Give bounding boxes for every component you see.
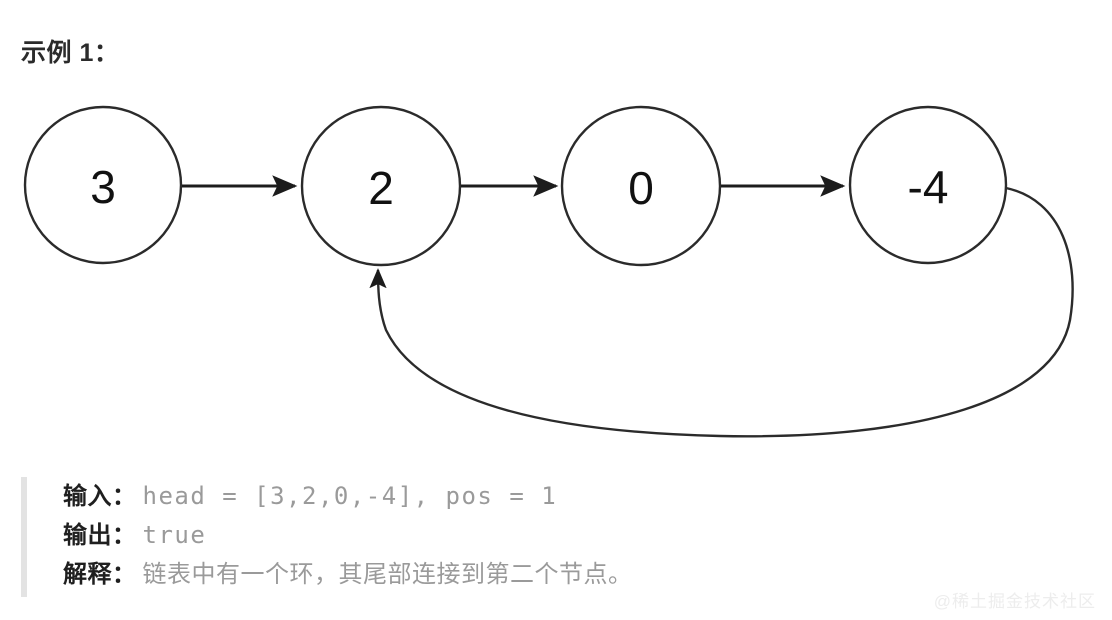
example-line-input: 输入： head = [3,2,0,-4], pos = 1	[63, 477, 1021, 516]
linked-list-cycle-diagram: 3 2 0 -4	[0, 80, 1112, 470]
example-text-block: 输入： head = [3,2,0,-4], pos = 1 输出： true …	[21, 477, 1021, 597]
node-circle-0	[560, 105, 722, 267]
explanation-value: 链表中有一个环，其尾部连接到第二个节点。	[142, 561, 633, 588]
page-title: 示例 1：	[21, 39, 120, 67]
node-circle-3	[23, 105, 183, 265]
cycle-edge-minus4-to-2	[369, 186, 1074, 438]
explanation-label: 解释：	[63, 561, 137, 588]
node-circle-minus4	[848, 105, 1008, 265]
node-label-1: 2	[368, 162, 394, 214]
node-label-2: 0	[628, 162, 654, 214]
node-circle-2	[300, 105, 462, 267]
node-label-3: -4	[908, 161, 949, 213]
output-label: 输出：	[63, 522, 137, 549]
node-label-0: 3	[90, 161, 116, 213]
input-label: 输入：	[63, 483, 137, 510]
example-line-explanation: 解释： 链表中有一个环，其尾部连接到第二个节点。	[63, 555, 1021, 594]
output-value: true	[142, 521, 207, 549]
example-line-output: 输出： true	[63, 516, 1021, 555]
watermark-text: @稀土掘金技术社区	[933, 592, 1096, 611]
input-value: head = [3,2,0,-4], pos = 1	[142, 482, 558, 510]
